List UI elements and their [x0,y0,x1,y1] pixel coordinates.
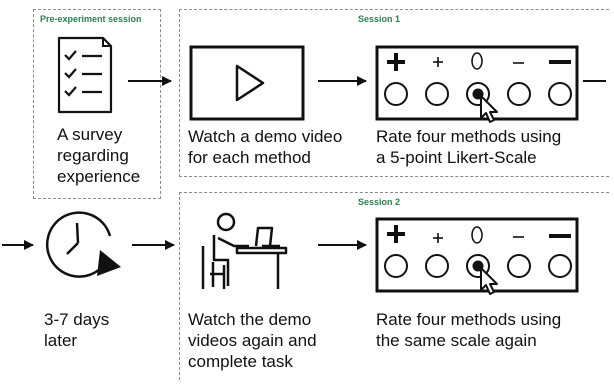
checklist-icon [57,36,113,114]
caption-line: complete task [188,352,293,371]
caption-line: experience [57,167,141,186]
likert-scale-icon-2 [375,217,579,295]
caption-rate-again: Rate four methods using the same scale a… [376,309,561,351]
caption-days-later: 3-7 days later [44,309,109,351]
pre-experiment-label: Pre-experiment session [40,14,142,24]
caption-survey: A survey regarding experience [57,124,140,187]
caption-line: Rate four methods using [376,310,562,329]
person-at-desk-icon [201,212,288,289]
caption-line: later [44,331,78,350]
caption-line: regarding [57,146,129,165]
caption-watch-demo: Watch a demo video for each method [188,126,342,168]
caption-watch-again: Watch the demo videos again and complete… [188,309,317,372]
play-video-icon [189,45,305,121]
caption-line: 3-7 days [44,310,110,329]
caption-line: for each method [188,148,311,167]
caption-line: A survey [57,125,123,144]
caption-line: Watch a demo video [188,127,343,146]
caption-line: the same scale again [376,331,537,350]
pre-experiment-box [33,9,161,199]
session-2-box [179,192,609,380]
session-1-label: Session 1 [358,14,401,24]
session-2-label: Session 2 [358,197,401,207]
caption-line: videos again and [188,331,317,350]
caption-rate-methods: Rate four methods using a 5-point Likert… [376,126,561,168]
caption-line: Watch the demo [188,310,312,329]
session-1-box [179,9,609,177]
caption-line: Rate four methods using [376,127,562,146]
caption-line: a 5-point Likert-Scale [376,148,537,167]
likert-scale-icon [375,45,579,123]
clock-icon [45,211,121,278]
